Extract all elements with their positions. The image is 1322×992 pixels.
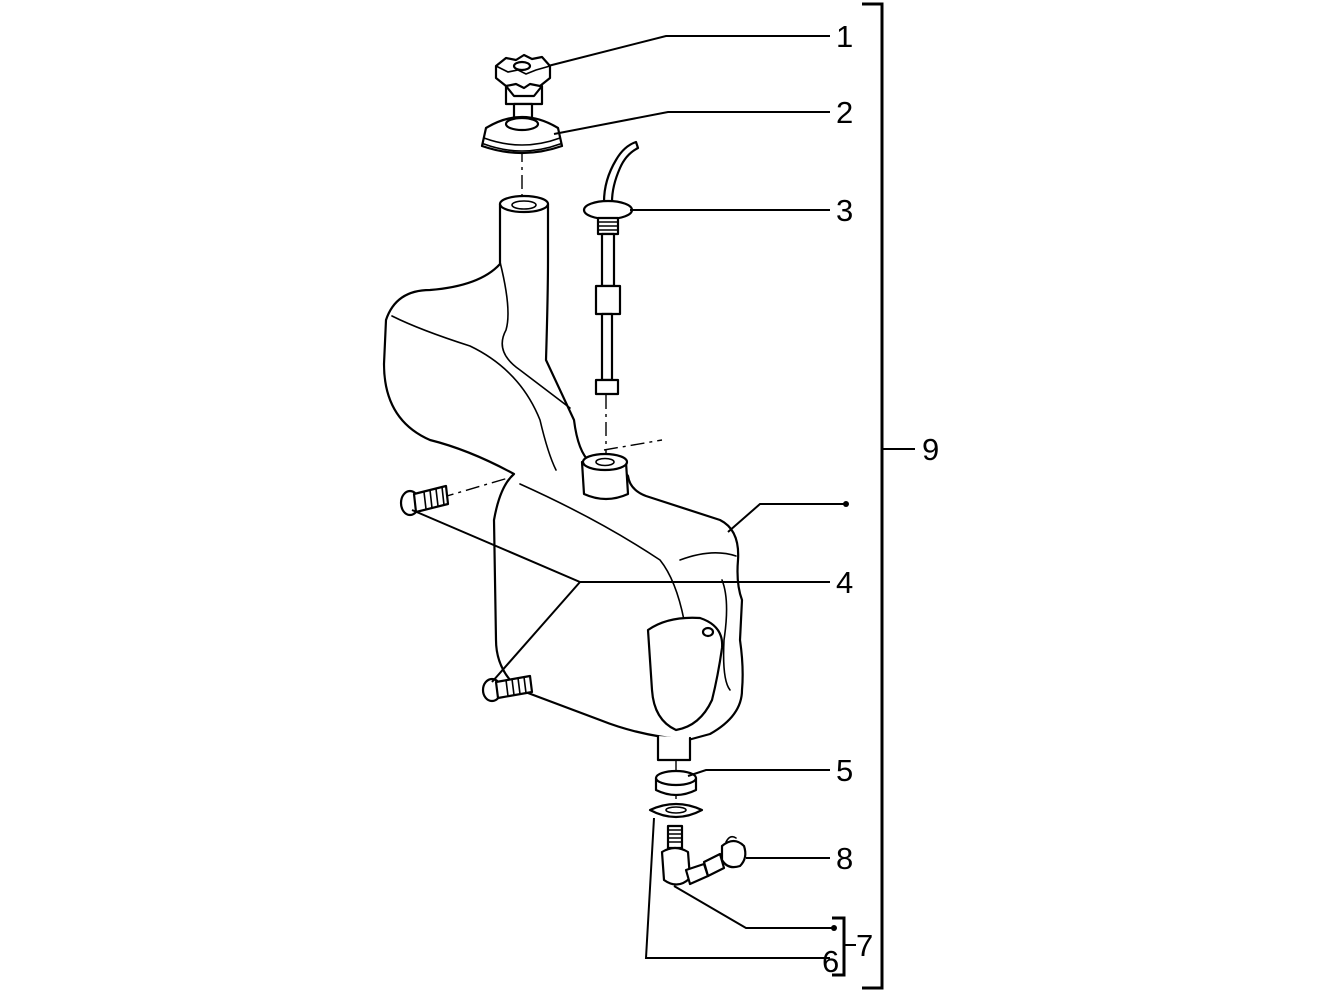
- callout-9: 9: [922, 432, 939, 467]
- callout-2: 2: [836, 95, 853, 130]
- callout-7: 7: [856, 928, 873, 963]
- callout-3: 3: [836, 193, 853, 228]
- washer-part: [648, 802, 704, 819]
- spring-clip-part: [720, 835, 747, 869]
- neck-seal-part: [480, 116, 564, 155]
- screw-upper-part: [399, 484, 450, 517]
- screw-lower-part: [481, 674, 534, 703]
- tap-valve-part: [660, 824, 726, 886]
- callout-1: 1: [836, 19, 853, 54]
- leader-lines: [411, 35, 844, 959]
- callout-5: 5: [836, 753, 853, 788]
- hose-clip-part: [654, 769, 698, 797]
- level-gauge-part: [582, 140, 640, 396]
- leader-dot-7: [831, 925, 837, 931]
- oil-tank-body: [382, 194, 744, 762]
- filler-cap-part: [494, 53, 552, 126]
- callout-8: 8: [836, 841, 853, 876]
- leader-dot-tank: [843, 501, 849, 507]
- subassembly-bracket-7: [832, 916, 856, 977]
- assembly-bracket-9: [862, 2, 915, 990]
- callout-4: 4: [836, 565, 853, 600]
- callout-6: 6: [822, 944, 839, 979]
